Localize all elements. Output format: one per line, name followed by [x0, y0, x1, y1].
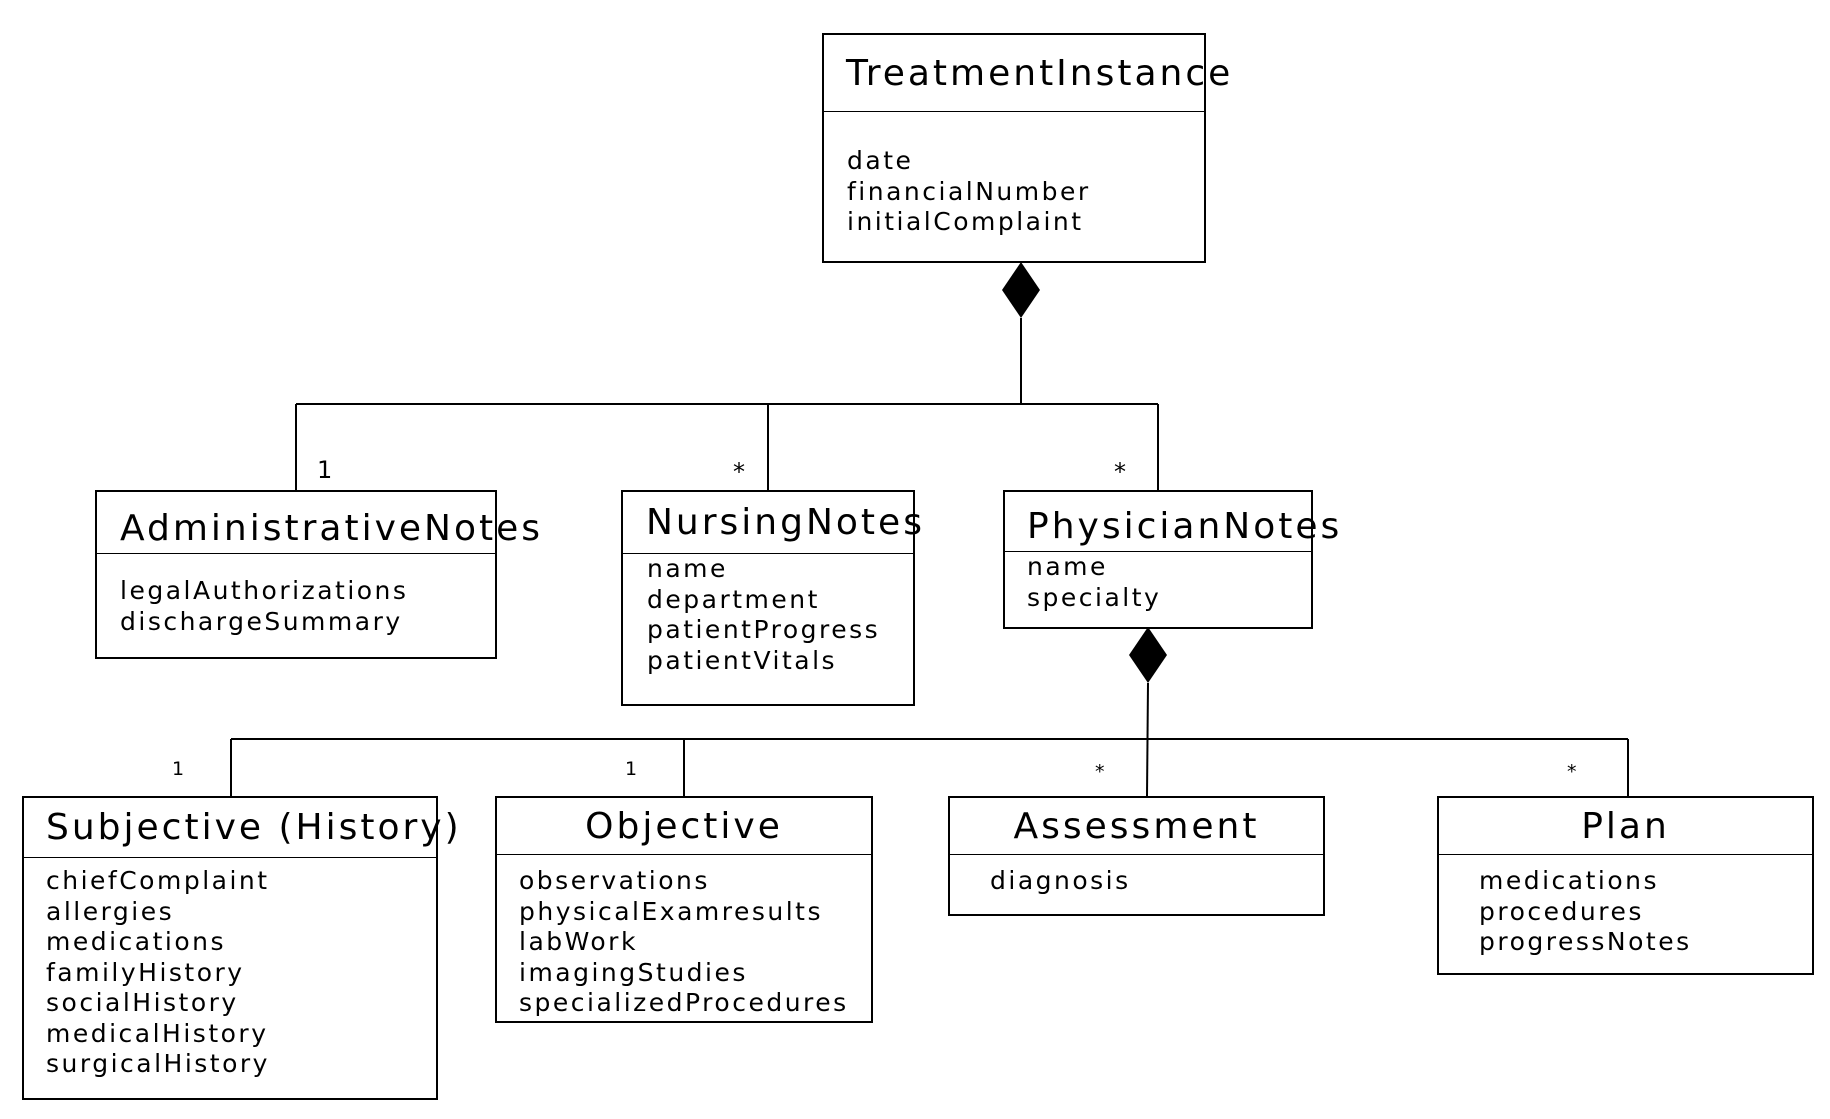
attribute: patientVitals — [647, 645, 838, 675]
attribute-list: diagnosis — [950, 855, 1323, 897]
multiplicity-administrative: 1 — [317, 456, 333, 484]
attribute-list: legalAuthorizations dischargeSummary — [97, 554, 495, 637]
class-name: Assessment — [950, 798, 1323, 855]
class-name: Subjective (History) — [24, 798, 459, 858]
attribute-list: name department patientProgress patientV… — [623, 554, 913, 676]
attribute: date — [847, 146, 914, 175]
attribute: chiefComplaint — [46, 866, 270, 895]
class-name: Plan — [1439, 798, 1812, 855]
class-name: PhysicianNotes — [1005, 492, 1339, 552]
attribute: initialComplaint — [847, 207, 1084, 236]
attribute: familyHistory — [46, 957, 245, 987]
multiplicity-nursing: * — [733, 458, 745, 486]
attribute: medicalHistory — [46, 1018, 269, 1048]
class-name: NursingNotes — [623, 492, 922, 554]
attribute: progressNotes — [1479, 927, 1692, 956]
attribute: medications — [46, 927, 227, 956]
attribute-list: chiefComplaint allergies medications fam… — [24, 858, 436, 1080]
attribute: financialNumber — [847, 176, 1091, 206]
class-treatment-instance[interactable]: TreatmentInstance date financialNumber i… — [822, 33, 1230, 263]
attribute: name — [647, 554, 728, 583]
multiplicity-assessment: * — [1095, 761, 1105, 783]
attribute: diagnosis — [990, 866, 1131, 895]
class-assessment[interactable]: Assessment diagnosis — [948, 796, 1325, 916]
composition-diamond-treatment — [1002, 262, 1040, 318]
attribute: specialty — [1027, 582, 1162, 612]
class-nursing-notes[interactable]: NursingNotes name department patientProg… — [621, 490, 922, 706]
class-name: Objective — [497, 798, 871, 855]
multiplicity-plan: * — [1567, 761, 1577, 783]
multiplicity-objective: 1 — [625, 758, 638, 780]
attribute: procedures — [1479, 896, 1644, 926]
attribute: patientProgress — [647, 615, 881, 644]
attribute: imagingStudies — [519, 957, 748, 987]
attribute: physicalExamresults — [519, 896, 824, 926]
attribute-list: name specialty — [1005, 552, 1311, 613]
attribute: observations — [519, 866, 710, 895]
class-subjective[interactable]: Subjective (History) chiefComplaint alle… — [22, 796, 459, 1100]
attribute: department — [647, 584, 820, 614]
class-physician-notes[interactable]: PhysicianNotes name specialty — [1003, 490, 1339, 629]
class-plan[interactable]: Plan medications procedures progressNote… — [1437, 796, 1814, 975]
attribute: legalAuthorizations — [120, 576, 409, 605]
attribute: labWork — [519, 927, 638, 956]
attribute: name — [1027, 552, 1108, 581]
attribute: surgicalHistory — [46, 1049, 270, 1078]
multiplicity-subjective: 1 — [172, 758, 185, 780]
attribute-list: date financialNumber initialComplaint — [824, 112, 1204, 238]
class-objective[interactable]: Objective observations physicalExamresul… — [495, 796, 873, 1023]
attribute: socialHistory — [46, 988, 239, 1017]
attribute-list: observations physicalExamresults labWork… — [497, 855, 871, 1019]
class-administrative-notes[interactable]: AdministrativeNotes legalAuthorizations … — [95, 490, 540, 659]
multiplicity-physician: * — [1114, 458, 1126, 486]
class-name: AdministrativeNotes — [97, 492, 540, 554]
class-name: TreatmentInstance — [824, 35, 1230, 112]
attribute: dischargeSummary — [120, 606, 403, 636]
attribute: allergies — [46, 896, 175, 926]
attribute: specializedProcedures — [519, 988, 849, 1017]
attribute: medications — [1479, 866, 1660, 895]
composition-diamond-physician — [1129, 627, 1167, 683]
attribute-list: medications procedures progressNotes — [1439, 855, 1812, 958]
